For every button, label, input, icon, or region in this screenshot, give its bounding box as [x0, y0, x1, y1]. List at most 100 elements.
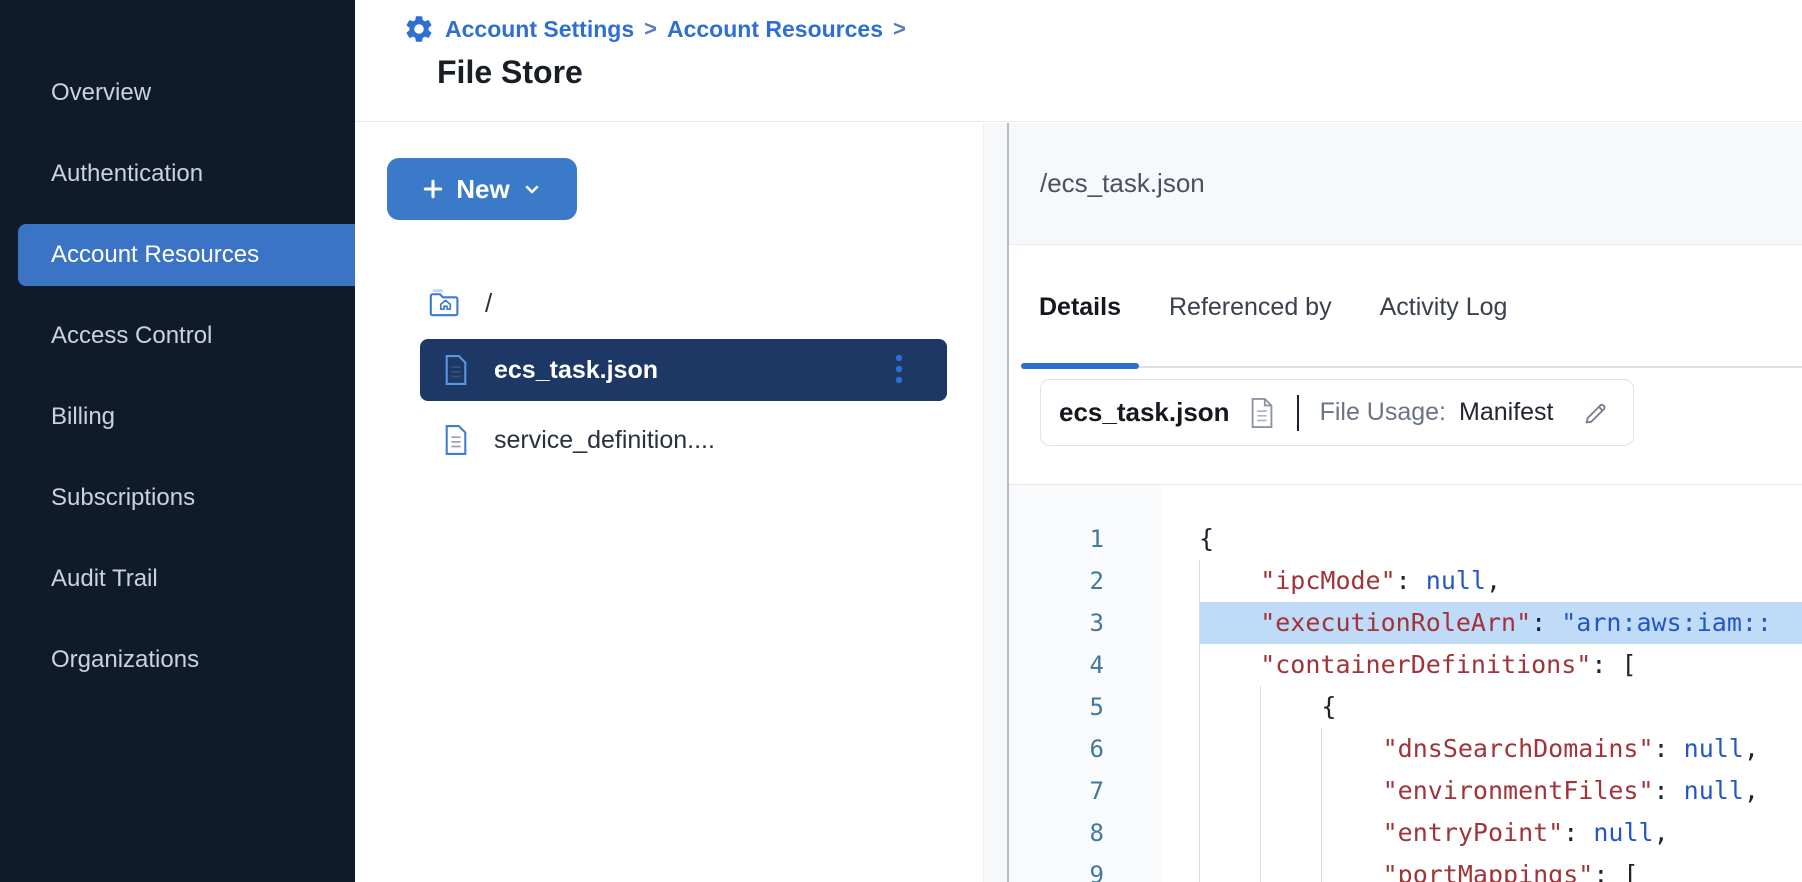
tab-referenced-by[interactable]: Referenced by — [1168, 293, 1332, 321]
breadcrumb-separator: > — [644, 16, 657, 41]
kebab-menu-icon[interactable] — [893, 353, 905, 387]
indent-guide — [1199, 686, 1260, 728]
tab-details[interactable]: Details — [1021, 293, 1139, 369]
code-line: "containerDefinitions": [ — [1199, 644, 1802, 686]
sidebar-item-organizations[interactable]: Organizations — [51, 646, 200, 673]
breadcrumb-link-account-settings[interactable]: Account Settings — [445, 15, 635, 42]
code-token: , — [1743, 776, 1759, 805]
file-usage-label: File Usage: — [1319, 398, 1447, 426]
page-title: File Store — [437, 54, 583, 90]
sidebar-item-overview[interactable]: Overview — [51, 79, 152, 106]
indent-guide — [1260, 812, 1321, 854]
code-token: null — [1683, 734, 1744, 763]
code-token: "ipcMode" — [1260, 566, 1396, 595]
line-number: 4 — [1089, 651, 1104, 679]
sidebar-item-access-control[interactable]: Access Control — [51, 322, 213, 349]
line-number: 3 — [1089, 609, 1104, 637]
code-token: { — [1199, 524, 1215, 553]
home-folder-icon — [427, 284, 465, 322]
code-token: : [ — [1593, 860, 1639, 882]
file-path-header: /ecs_task.json — [1009, 123, 1802, 245]
code-token: : — [1395, 566, 1426, 595]
code-token: , — [1743, 734, 1759, 763]
indent-guide — [1199, 602, 1260, 644]
code-line: "dnsSearchDomains": null, — [1199, 728, 1802, 770]
code-token: null — [1593, 818, 1654, 847]
tabs: Details Referenced by Activity Log — [1021, 293, 1802, 369]
code-line: "ipcMode": null, — [1199, 560, 1802, 602]
indent-guide — [1199, 770, 1260, 812]
file-usage-value: Manifest — [1459, 398, 1554, 426]
chevron-down-icon — [522, 179, 542, 199]
code-line: "environmentFiles": null, — [1199, 770, 1802, 812]
code-token: : — [1653, 734, 1684, 763]
line-number: 8 — [1089, 819, 1104, 847]
code-line: "portMappings": [ — [1199, 854, 1802, 882]
code-token: null — [1425, 566, 1486, 595]
edit-pencil-icon[interactable] — [1581, 398, 1611, 428]
indent-guide — [1321, 728, 1382, 770]
code-token: { — [1321, 692, 1337, 721]
breadcrumb-separator: > — [893, 16, 906, 41]
indent-guide — [1260, 770, 1321, 812]
breadcrumb: Account Settings > Account Resources > — [403, 12, 1802, 46]
indent-guide — [1199, 854, 1260, 882]
indent-guide — [1199, 644, 1260, 686]
new-button-label: New — [456, 173, 510, 204]
code-lines: {"ipcMode": null,"executionRoleArn": "ar… — [1162, 485, 1802, 882]
line-number: 1 — [1089, 525, 1104, 553]
gear-icon — [403, 13, 435, 45]
breadcrumb-link-account-resources[interactable]: Account Resources — [666, 15, 883, 42]
sidebar-item-account-resources[interactable]: Account Resources — [18, 224, 355, 286]
file-panel: New / — [355, 123, 1009, 882]
code-token: "portMappings" — [1382, 860, 1594, 882]
code-token: : — [1563, 818, 1594, 847]
line-number: 7 — [1089, 777, 1104, 805]
indent-guide — [1260, 854, 1321, 882]
code-line: { — [1199, 518, 1802, 560]
file-row-ecs-task-json[interactable]: ecs_task.json — [420, 339, 947, 401]
file-row-service-definition[interactable]: service_definition.... — [420, 409, 947, 471]
code-token: : — [1653, 776, 1684, 805]
document-icon — [1248, 397, 1276, 429]
code-token: "containerDefinitions" — [1260, 650, 1592, 679]
root-folder-label: / — [485, 287, 493, 318]
code-token: null — [1683, 776, 1744, 805]
new-button[interactable]: New — [387, 158, 577, 220]
line-number: 9 — [1089, 861, 1104, 882]
plus-icon — [422, 178, 444, 200]
file-icon — [443, 424, 469, 456]
file-name: service_definition.... — [494, 425, 715, 454]
sidebar-item-audit-trail[interactable]: Audit Trail — [51, 565, 158, 592]
file-path: /ecs_task.json — [1040, 168, 1205, 198]
code-token: , — [1653, 818, 1669, 847]
indent-guide — [1321, 854, 1382, 882]
code-line-highlighted: "executionRoleArn": "arn:aws:iam:: — [1199, 602, 1802, 644]
file-panel-scrollbar[interactable] — [983, 123, 1007, 882]
indent-guide — [1321, 812, 1382, 854]
tab-activity-log[interactable]: Activity Log — [1379, 293, 1508, 321]
sidebar-item-authentication[interactable]: Authentication — [51, 160, 204, 187]
sidebar-item-subscriptions[interactable]: Subscriptions — [51, 484, 196, 511]
code-token: "arn:aws:iam:: — [1561, 608, 1772, 637]
card-filename: ecs_task.json — [1059, 397, 1230, 427]
code-token: "environmentFiles" — [1382, 776, 1654, 805]
main-area: Account Settings > Account Resources > File… — [355, 0, 1802, 882]
code-token: "dnsSearchDomains" — [1382, 734, 1654, 763]
code-token: "executionRoleArn" — [1260, 608, 1532, 637]
code-token: : — [1531, 608, 1562, 637]
root-folder-row[interactable]: / — [427, 284, 1007, 322]
code-line: { — [1199, 686, 1802, 728]
sidebar-item-billing[interactable]: Billing — [51, 403, 116, 430]
line-number: 5 — [1089, 693, 1104, 721]
detail-panel: /ecs_task.json Details Referenced by Activ… — [1009, 123, 1802, 882]
indent-guide — [1199, 812, 1260, 854]
code-token: "entryPoint" — [1382, 818, 1564, 847]
file-list: ecs_task.json service_definition.... — [387, 339, 1007, 471]
page-header: Account Settings > Account Resources > File… — [355, 0, 1802, 122]
